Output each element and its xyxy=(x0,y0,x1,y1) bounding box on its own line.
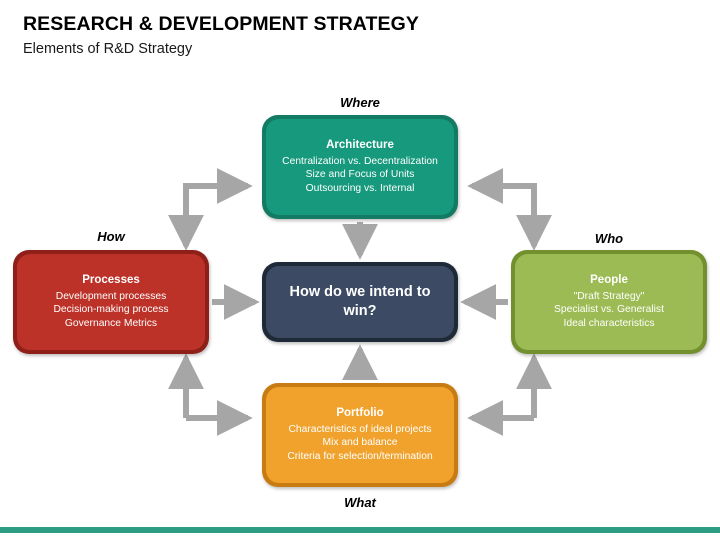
page-subtitle: Elements of R&D Strategy xyxy=(23,41,193,58)
node-architecture-line-3: Outsourcing vs. Internal xyxy=(305,183,415,195)
node-people-body: People "Draft Strategy" Specialist vs. G… xyxy=(515,254,703,350)
node-processes-line-1: Development processes xyxy=(55,290,167,302)
node-architecture[interactable]: Architecture Centralization vs. Decentra… xyxy=(262,115,458,219)
node-processes-body: Processes Development processes Decision… xyxy=(17,254,205,350)
node-portfolio[interactable]: Portfolio Characteristics of ideal proje… xyxy=(262,383,458,487)
node-portfolio-line-3: Criteria for selection/termination xyxy=(287,451,433,463)
node-architecture-title: Architecture xyxy=(326,139,394,152)
question-label-what: What xyxy=(344,495,376,510)
node-center-body: How do we intend to win? xyxy=(266,266,454,338)
node-portfolio-title: Portfolio xyxy=(336,407,384,420)
node-portfolio-line-2: Mix and balance xyxy=(322,437,398,449)
node-processes-title: Processes xyxy=(82,274,140,287)
header: RESEARCH & DEVELOPMENT STRATEGY Elements… xyxy=(23,13,703,58)
question-label-how: How xyxy=(97,229,125,244)
node-center-text: How do we intend to win? xyxy=(289,283,431,319)
node-processes-line-3: Governance Metrics xyxy=(64,318,158,330)
elbow-processes-portfolio xyxy=(168,353,253,436)
node-people-line-1: "Draft Strategy" xyxy=(573,290,645,302)
node-portfolio-line-1: Characteristics of ideal projects xyxy=(288,423,432,435)
node-people[interactable]: People "Draft Strategy" Specialist vs. G… xyxy=(511,250,707,354)
elbow-people-portfolio xyxy=(467,353,552,436)
footer-accent-bar xyxy=(0,527,720,533)
node-architecture-line-1: Centralization vs. Decentralization xyxy=(282,155,438,167)
node-center-question[interactable]: How do we intend to win? xyxy=(262,262,458,342)
node-people-line-2: Specialist vs. Generalist xyxy=(554,304,664,316)
page-title: RESEARCH & DEVELOPMENT STRATEGY xyxy=(23,13,420,35)
node-portfolio-body: Portfolio Characteristics of ideal proje… xyxy=(266,387,454,483)
node-processes[interactable]: Processes Development processes Decision… xyxy=(13,250,209,354)
node-people-line-3: Ideal characteristics xyxy=(563,318,655,330)
elbow-people-architecture xyxy=(467,168,552,251)
question-label-who: Who xyxy=(594,231,624,246)
node-people-title: People xyxy=(590,274,628,287)
elbow-processes-architecture xyxy=(168,168,253,251)
node-processes-line-2: Decision-making process xyxy=(53,304,169,316)
node-architecture-body: Architecture Centralization vs. Decentra… xyxy=(266,119,454,215)
node-architecture-line-2: Size and Focus of Units xyxy=(305,169,415,181)
question-label-where: Where xyxy=(340,95,380,110)
